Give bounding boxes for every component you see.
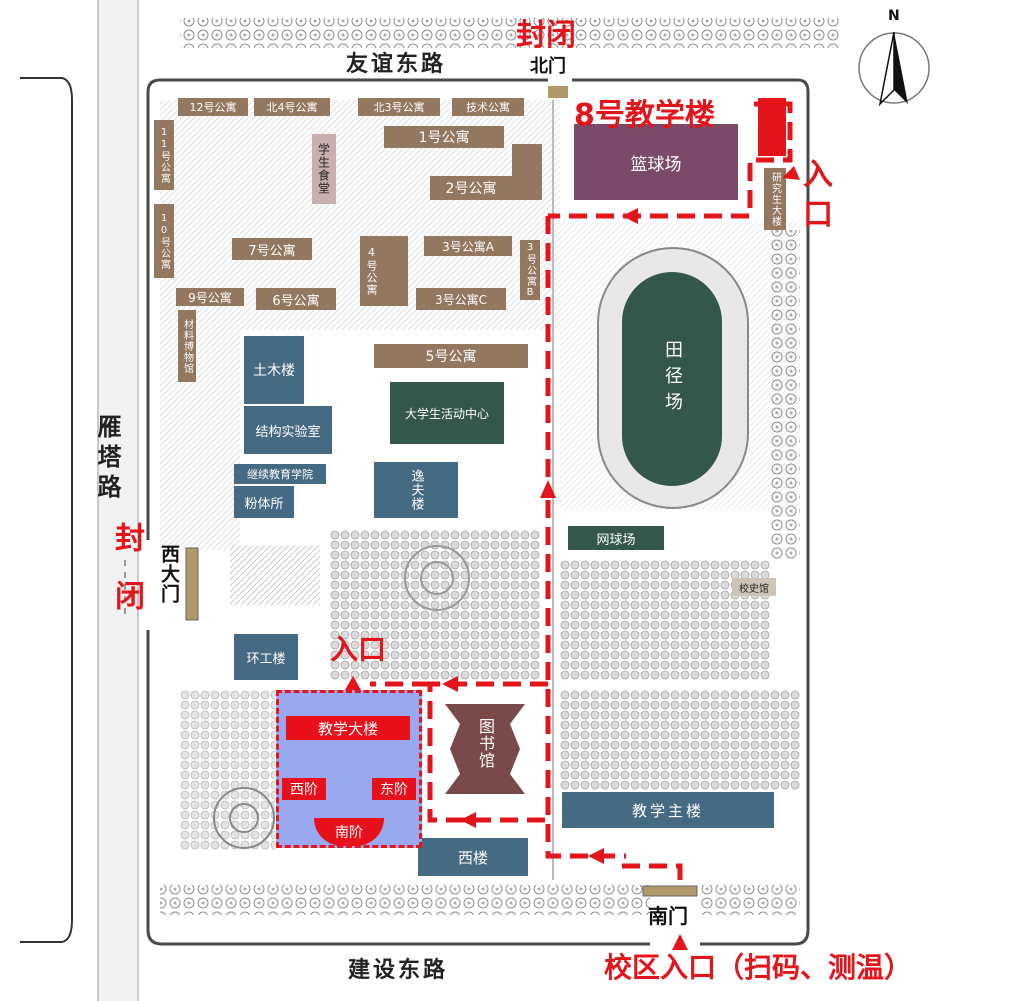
building-apt3n[interactable]: 北3号公寓 [358, 98, 440, 116]
east-steps-label[interactable]: 东阶 [372, 778, 416, 800]
building-apt11[interactable]: 11号公寓 [154, 120, 174, 190]
building-8-annotation[interactable]: 8号教学楼 [574, 98, 715, 133]
field-tennis[interactable]: 网球场 [568, 526, 664, 550]
building-apt12[interactable]: 12号公寓 [178, 98, 248, 116]
north-gate-label[interactable]: 北门 [530, 56, 566, 77]
building-tech[interactable]: 技术公寓 [452, 98, 524, 116]
road-north-label: 友谊东路 [346, 52, 447, 77]
building-basketball[interactable]: 篮球场 [574, 124, 738, 200]
building-apt2-wing [512, 144, 542, 200]
building-apt3b[interactable]: 3号公寓B [520, 240, 540, 300]
building-history[interactable]: 校史馆 [732, 578, 776, 596]
building-main-teaching[interactable]: 教学主楼 [562, 792, 774, 828]
building-museum[interactable]: 材料博物馆 [178, 310, 196, 382]
compass-north-label: N [888, 8, 900, 24]
closed-north-annotation: 封闭 [516, 18, 576, 53]
building-civil[interactable]: 土木楼 [244, 336, 304, 404]
field-track[interactable]: 田径场 [622, 272, 722, 486]
compass-icon [858, 31, 930, 107]
building-activity-center[interactable]: 大学生活动中心 [390, 382, 504, 444]
building-apt2[interactable]: 2号公寓 [430, 176, 512, 200]
entrance-ne-annotation: 入口 [797, 158, 832, 238]
building-struct-lab[interactable]: 结构实验室 [244, 406, 332, 454]
building-west[interactable]: 西楼 [418, 838, 528, 876]
building-apt5[interactable]: 5号公寓 [374, 344, 528, 368]
west-gate-label[interactable]: 西大门 [158, 544, 180, 604]
campus-entrance-annotation: 校区入口（扫码、测温） [604, 951, 913, 984]
building-apt7[interactable]: 7号公寓 [232, 238, 312, 260]
teaching-building-label[interactable]: 教学大楼 [286, 716, 410, 740]
building-env[interactable]: 环工楼 [234, 634, 298, 680]
building-apt6[interactable]: 6号公寓 [256, 288, 336, 310]
building-apt9[interactable]: 9号公寓 [176, 288, 244, 306]
building-grad[interactable]: 研究生大楼 [764, 168, 786, 230]
south-gate-label[interactable]: 南门 [648, 904, 688, 928]
building-apt10[interactable]: 10号公寓 [154, 204, 174, 278]
closed-west-annotation: 封闭 [109, 522, 144, 638]
entrance-mid-annotation: 入口 [330, 633, 387, 666]
west-steps-label[interactable]: 西阶 [282, 778, 326, 800]
building-apt3c[interactable]: 3号公寓C [416, 288, 506, 310]
building-powder[interactable]: 粉体所 [234, 486, 294, 518]
building-cont-edu[interactable]: 继续教育学院 [234, 464, 326, 484]
road-south-label: 建设东路 [348, 958, 449, 983]
building-apt4-wing [382, 236, 408, 306]
building-apt4n[interactable]: 北4号公寓 [254, 98, 330, 116]
building-library[interactable]: 图书馆 [476, 718, 495, 769]
road-west-label: 雁塔路 [93, 414, 121, 504]
building-apt3a[interactable]: 3号公寓A [424, 236, 512, 256]
building-canteen[interactable]: 学生食堂 [312, 134, 336, 204]
building-yifu[interactable]: 逸夫楼 [374, 462, 458, 518]
compass: N [856, 8, 932, 108]
building-apt1[interactable]: 1号公寓 [384, 126, 504, 148]
building-apt4[interactable]: 4号公寓 [360, 236, 382, 306]
